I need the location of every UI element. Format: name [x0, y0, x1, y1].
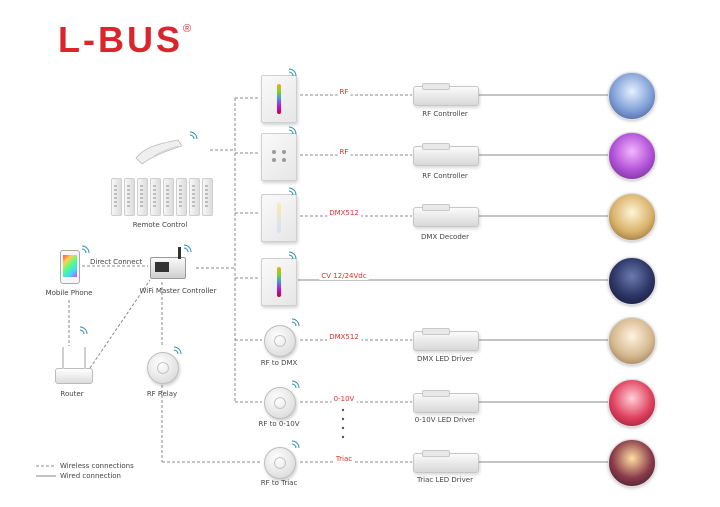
hand-remote-icon [135, 139, 183, 165]
receiver-label: DMX Decoder [421, 233, 469, 241]
dmx-decoder-icon [413, 204, 479, 227]
remote-control-icon [202, 178, 213, 216]
signal-label: RF [337, 148, 351, 156]
wall-panel-icon [261, 258, 297, 306]
wifi-icon [173, 346, 182, 355]
ellipsis-dot [341, 435, 345, 439]
ellipsis-dot [341, 426, 345, 430]
ellipsis-dot [341, 417, 345, 421]
scene-purple-bedroom [608, 132, 656, 180]
scene-red-room [608, 379, 656, 427]
remote-control-label: Remote Control [132, 221, 188, 229]
wifi-icon [291, 440, 300, 449]
remote-control-icon [163, 178, 174, 216]
remote-control-icon [150, 178, 161, 216]
rf-relay-label: RF Relay [146, 390, 178, 398]
wifi-icon [79, 326, 88, 335]
receiver-label: 0-10V LED Driver [414, 416, 476, 424]
rf-to-0-10v-icon [264, 387, 296, 419]
receiver-label: RF Controller [422, 110, 468, 118]
triac-led-driver-icon [413, 450, 479, 473]
receiver-label: DMX LED Driver [417, 355, 473, 363]
source-label: RF to Triac [260, 479, 298, 487]
signal-label: Triac [333, 455, 355, 463]
legend-wireless-label: Wireless connections [60, 462, 134, 470]
wifi-icon [288, 187, 297, 196]
scene-theater [608, 257, 656, 305]
logo-text: L-BUS [58, 19, 183, 60]
source-label: RF to 0-10V [258, 420, 300, 428]
wall-panel-icon [261, 194, 297, 242]
wifi-master-controller-icon [150, 247, 186, 279]
wifi-icon [291, 380, 300, 389]
wifi-master-label: WiFi Master Controller [139, 287, 217, 295]
source-label: RF to DMX [260, 359, 298, 367]
scene-lounge [608, 317, 656, 365]
rf-relay-icon [147, 352, 179, 384]
wifi-icon [189, 131, 198, 140]
ellipsis-dot [341, 408, 345, 412]
scene-ceiling-lights [608, 193, 656, 241]
signal-label: DMX512 [327, 333, 361, 341]
direct-connect-label: Direct Connect [90, 258, 143, 266]
remote-control-icon [189, 178, 200, 216]
registered-mark: ® [183, 23, 192, 35]
receiver-label: RF Controller [422, 172, 468, 180]
wifi-icon [288, 251, 297, 260]
legend-wired-label: Wired connection [60, 472, 121, 480]
rf-controller-icon [413, 83, 479, 106]
remote-control-icon [176, 178, 187, 216]
wifi-icon [291, 318, 300, 327]
router-master-link [89, 279, 151, 369]
scene-living-room [608, 72, 656, 120]
brand-logo: L-BUS® [58, 22, 191, 58]
remote-control-icon [137, 178, 148, 216]
wall-panel-icon [261, 133, 297, 181]
receiver-label: Triac LED Driver [417, 476, 473, 484]
wifi-icon [81, 245, 90, 254]
rf-to-triac-icon [264, 447, 296, 479]
dmx-led-driver-icon [413, 328, 479, 351]
wall-panel-icon [261, 75, 297, 123]
0-10v-led-driver-icon [413, 390, 479, 413]
signal-label: CV 12/24Vdc [319, 272, 369, 280]
signal-label: RF [337, 88, 351, 96]
router-label: Router [60, 390, 84, 398]
remote-control-icon [124, 178, 135, 216]
wifi-icon [288, 126, 297, 135]
mobile-phone-label: Mobile Phone [45, 289, 93, 297]
wifi-icon [183, 244, 192, 253]
signal-label: 0-10V [331, 395, 357, 403]
remote-control-icon [111, 178, 122, 216]
signal-label: DMX512 [327, 209, 361, 217]
rf-to-dmx-icon [264, 325, 296, 357]
wifi-icon [288, 68, 297, 77]
mobile-phone-icon [60, 250, 80, 284]
rf-controller-icon [413, 143, 479, 166]
router-icon [55, 347, 93, 384]
scene-bar [608, 439, 656, 487]
